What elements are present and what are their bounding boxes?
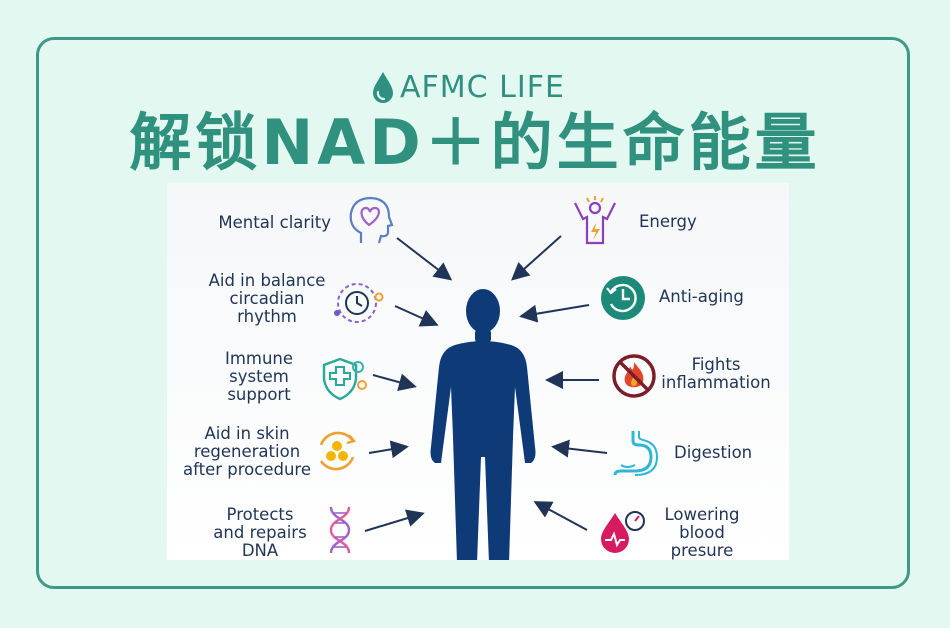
page-title: 解锁NAD＋的生命能量 <box>129 106 821 179</box>
cell-regeneration-icon <box>319 431 357 471</box>
head-heart-icon <box>349 196 394 244</box>
clock-rewind-icon <box>601 276 645 320</box>
energetic-person-icon <box>574 196 616 245</box>
human-body-silhouette <box>430 289 536 560</box>
arrow-immune <box>372 373 417 391</box>
arrows-layer <box>364 235 608 532</box>
arrow-skin <box>368 440 409 459</box>
label-digestion: Digestion <box>674 443 753 462</box>
clock-cycle-icon <box>334 283 384 323</box>
label-immune: Immune system support <box>224 349 294 404</box>
label-energy: Energy <box>639 212 697 231</box>
brand-name: AFMC LIFE <box>400 69 565 105</box>
label-anti-aging: Anti-aging <box>659 287 744 306</box>
dna-icon <box>329 506 351 554</box>
arrow-blood-pressure <box>533 501 588 531</box>
arrow-digestion <box>551 439 608 458</box>
water-drop-icon <box>373 72 393 103</box>
arrow-mental-clarity <box>396 237 453 281</box>
arrow-anti-aging <box>519 304 590 323</box>
stomach-icon <box>613 431 659 476</box>
arrow-circadian <box>394 305 439 327</box>
no-fire-icon <box>612 354 656 398</box>
label-circadian: Aid in balance circadian rhythm <box>208 271 326 326</box>
label-skin: Aid in skin regeneration after procedure <box>183 424 311 479</box>
arrow-energy <box>511 235 562 281</box>
blood-pressure-icon <box>601 511 645 553</box>
benefits-infographic: Mental clarity Aid in balance circadian … <box>167 183 789 560</box>
label-dna: Protects and repairs DNA <box>213 505 307 560</box>
label-blood-pressure: Lowering blood presure <box>664 505 740 560</box>
arrow-dna <box>364 509 425 532</box>
shield-virus-icon <box>322 357 367 401</box>
label-inflammation: Fights inflammation <box>661 355 771 392</box>
brand-logo: AFMC LIFE <box>372 68 565 106</box>
label-mental-clarity: Mental clarity <box>218 213 331 232</box>
